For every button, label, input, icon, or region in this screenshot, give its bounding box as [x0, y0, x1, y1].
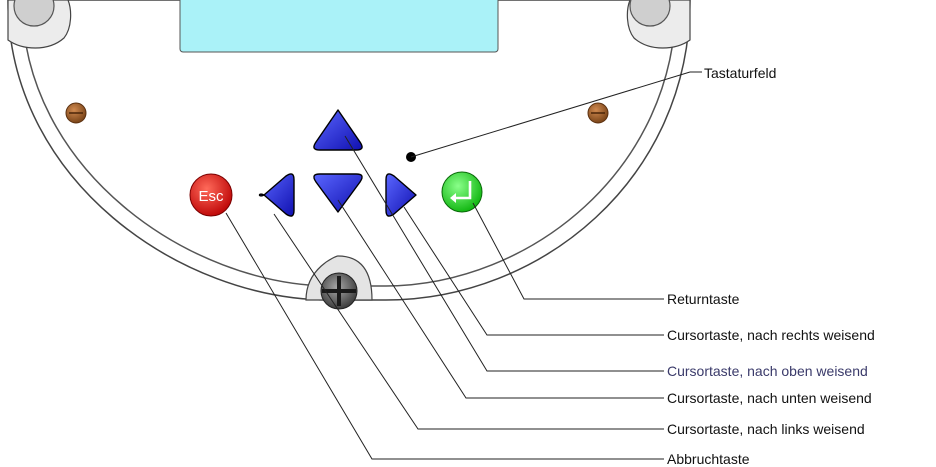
screw-icon	[320, 272, 358, 310]
label-cursor-right: Cursortaste, nach rechts weisend	[667, 327, 875, 343]
callout-right	[403, 206, 664, 336]
label-cursor-up: Cursortaste, nach oben weisend	[667, 363, 868, 379]
down-arrow-key-icon[interactable]	[313, 173, 363, 213]
left-arrow-key-icon[interactable]	[258, 173, 295, 217]
callout-abort	[225, 212, 664, 460]
callout-up	[344, 135, 664, 372]
callout-keypad	[410, 71, 691, 158]
label-cursor-down: Cursortaste, nach unten weisend	[667, 390, 872, 406]
screw-icon	[587, 102, 609, 124]
corner-hole-left	[13, 0, 55, 27]
corner-hole-right	[629, 0, 671, 27]
return-icon	[453, 181, 472, 200]
label-abort-key: Abbruchtaste	[667, 451, 750, 467]
callout-down	[337, 199, 664, 399]
esc-label: Esc	[198, 188, 224, 205]
callout-return	[472, 202, 664, 300]
right-arrow-key-icon[interactable]	[385, 173, 417, 217]
label-cursor-left: Cursortaste, nach links weisend	[667, 421, 865, 437]
screw-icon	[65, 102, 87, 124]
return-button[interactable]	[441, 171, 483, 213]
up-arrow-key-icon[interactable]	[313, 109, 363, 151]
callout-left	[273, 213, 664, 430]
callout-lines	[225, 71, 702, 460]
label-keypad: Tastaturfeld	[704, 65, 777, 81]
label-return-key: Returntaste	[667, 291, 740, 307]
display-screen	[179, 0, 499, 53]
esc-button[interactable]: Esc	[189, 173, 233, 217]
